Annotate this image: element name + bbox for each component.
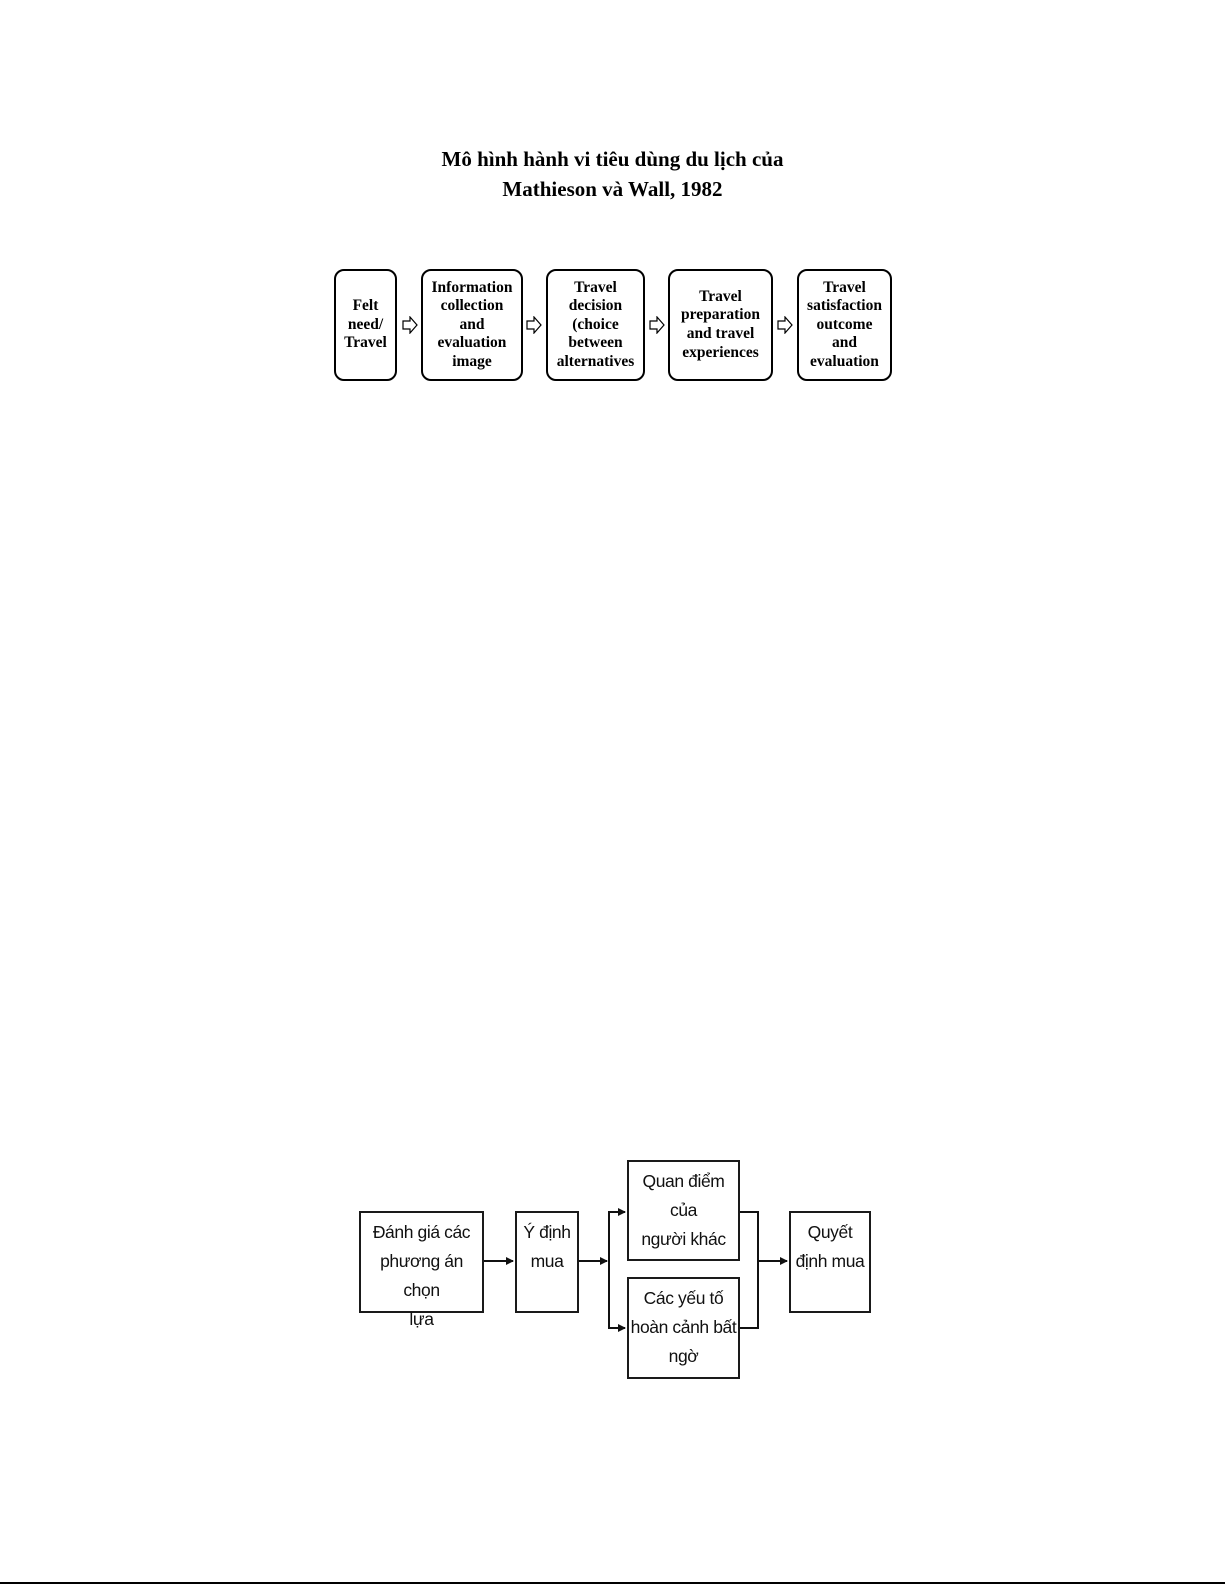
diagram-title-line-2: Mathieson và Wall, 1982 xyxy=(502,177,723,201)
step-travel-decision: Travel decision (choice between alternat… xyxy=(546,269,645,381)
hollow-arrow-icon xyxy=(526,316,542,334)
diagram-title: Mô hình hành vi tiêu dùng du lịch của Ma… xyxy=(0,144,1225,204)
step-information-collection: Information collection and evaluation im… xyxy=(421,269,523,381)
hollow-arrow-icon xyxy=(777,316,793,334)
box-purchase-decision: Quyết định mua xyxy=(789,1211,871,1313)
arrow-branch-to-others xyxy=(608,1208,626,1261)
hollow-arrow-icon xyxy=(402,316,418,334)
step-felt-need: Felt need/ Travel xyxy=(334,269,397,381)
diagram-title-line-1: Mô hình hành vi tiêu dùng du lịch của xyxy=(441,147,784,171)
hollow-arrow-icon xyxy=(649,316,665,334)
arrow-branch-to-situational xyxy=(608,1261,626,1332)
box-others-attitudes: Quan điểm của người khác xyxy=(627,1160,740,1261)
step-travel-preparation: Travel preparation and travel experience… xyxy=(668,269,773,381)
step-travel-satisfaction: Travel satisfaction outcome and evaluati… xyxy=(797,269,892,381)
box-unexpected-situational-factors: Các yếu tố hoàn cảnh bất ngờ xyxy=(627,1277,740,1379)
page-bottom-rule xyxy=(0,1582,1225,1584)
box-purchase-intention: Ý định mua xyxy=(515,1211,579,1313)
merge-bracket xyxy=(740,1211,759,1329)
